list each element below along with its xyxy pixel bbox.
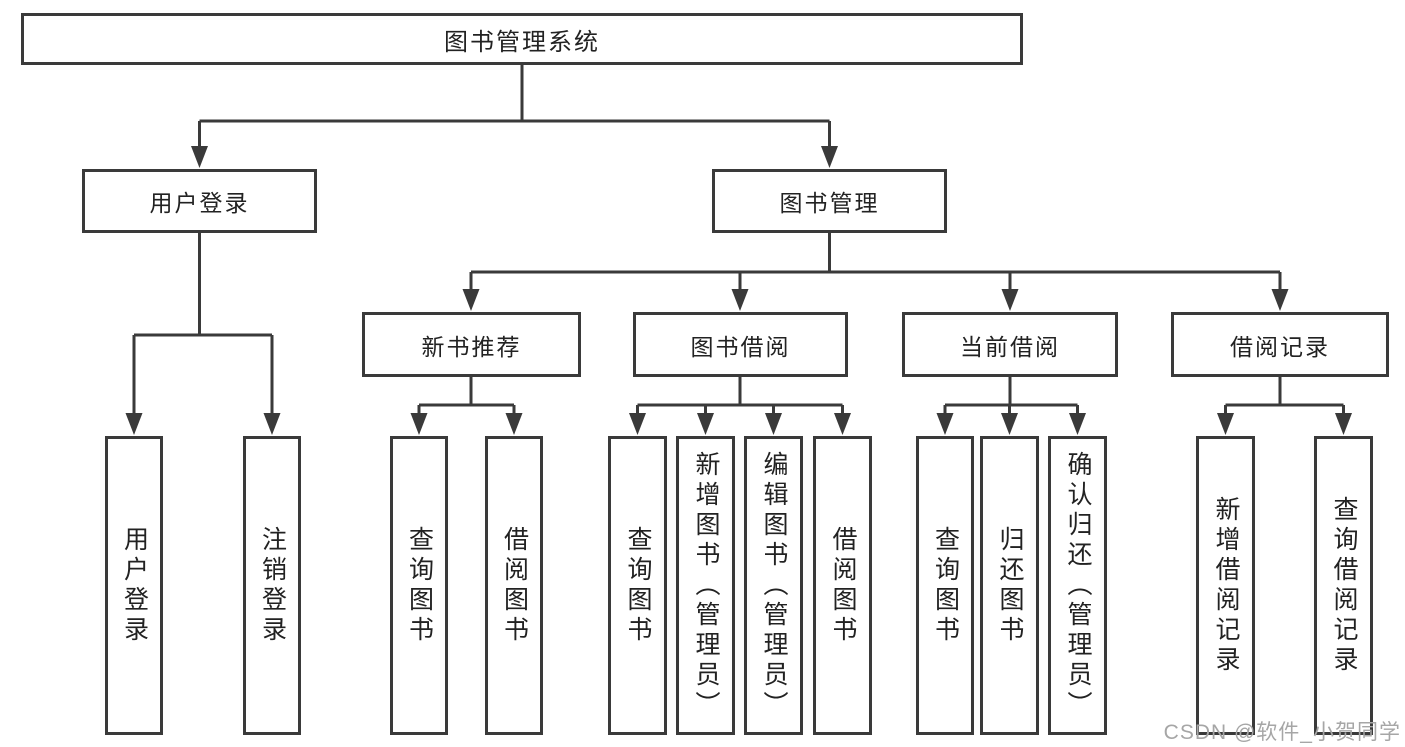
node-current-borrow: 当前借阅	[902, 312, 1118, 377]
arrow-down-icon	[834, 413, 851, 435]
leaf-current-confirm-return-admin: 确认归还（管理员）	[1048, 436, 1107, 735]
connector-root-to-level2	[198, 65, 831, 150]
arrow-down-icon	[125, 413, 143, 435]
leaf-logout: 注销登录	[243, 436, 301, 735]
arrow-down-icon	[1069, 413, 1086, 435]
connector-user-login-to-leaves	[132, 233, 274, 417]
leaf-records-query-borrow-record: 查询借阅记录	[1314, 436, 1373, 735]
leaf-records-add-borrow-record: 新增借阅记录	[1196, 436, 1255, 735]
arrow-down-icon	[1001, 413, 1018, 435]
leaf-current-query-books: 查询图书	[916, 436, 974, 735]
connector-new-book-to-leaves	[417, 377, 516, 417]
arrow-down-icon	[1001, 289, 1019, 311]
arrow-down-icon	[765, 413, 782, 435]
arrow-down-icon	[1271, 289, 1289, 311]
connector-borrow-records-to-leaves	[1224, 377, 1345, 417]
arrowheads	[125, 146, 1352, 435]
arrow-down-icon	[821, 146, 838, 168]
node-library-management-system: 图书管理系统	[21, 13, 1023, 65]
connector-lines	[132, 65, 1345, 417]
leaf-newbook-borrow-books: 借阅图书	[485, 436, 543, 735]
leaf-borrow-edit-books-admin: 编辑图书（管理员）	[744, 436, 803, 735]
arrow-down-icon	[191, 146, 208, 168]
arrow-down-icon	[263, 413, 281, 435]
arrow-down-icon	[731, 289, 749, 311]
node-book-borrow: 图书借阅	[633, 312, 848, 377]
node-user-login: 用户登录	[82, 169, 317, 233]
connector-book-borrow-to-leaves	[636, 377, 844, 417]
leaf-current-return-books: 归还图书	[980, 436, 1039, 735]
arrow-down-icon	[410, 413, 428, 435]
arrow-down-icon	[462, 289, 480, 311]
leaf-newbook-query-books: 查询图书	[390, 436, 448, 735]
arrow-down-icon	[629, 413, 646, 435]
arrow-down-icon	[1217, 413, 1234, 435]
csdn-watermark: CSDN @软件_小贺同学	[1163, 721, 1401, 744]
connector-book-mgmt-to-level3	[469, 233, 1282, 293]
node-book-management: 图书管理	[712, 169, 947, 233]
arrow-down-icon	[697, 413, 714, 435]
arrow-down-icon	[936, 413, 954, 435]
arrow-down-icon	[505, 413, 523, 435]
node-new-book-recommend: 新书推荐	[362, 312, 581, 377]
connector-current-borrow-to-leaves	[943, 377, 1079, 417]
leaf-user-login: 用户登录	[105, 436, 163, 735]
leaf-borrow-query-books: 查询图书	[608, 436, 667, 735]
node-borrow-records: 借阅记录	[1171, 312, 1389, 377]
leaf-borrow-borrow-books: 借阅图书	[813, 436, 872, 735]
leaf-borrow-add-books-admin: 新增图书（管理员）	[676, 436, 735, 735]
arrow-down-icon	[1335, 413, 1352, 435]
